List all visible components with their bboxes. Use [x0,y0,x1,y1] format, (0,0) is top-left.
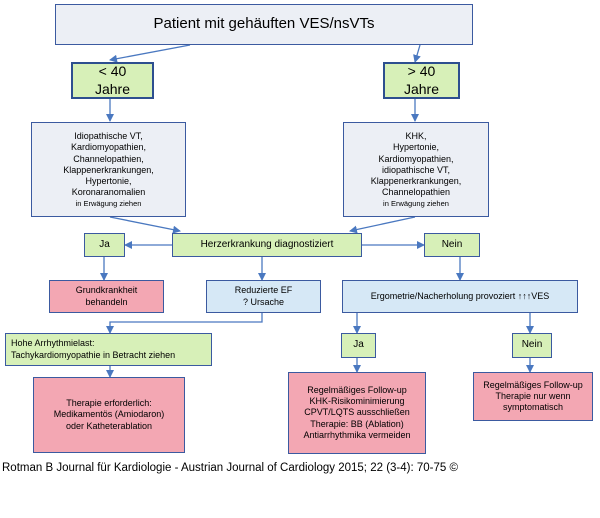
grundkrankheit-box: Grundkrankheit behandeln [49,280,164,313]
reduced-ef-line: Reduzierte EF [234,285,293,296]
nein-right-label: Nein [441,238,463,250]
therapie-box: Therapie erforderlich: Medikamentös (Ami… [33,377,185,453]
age-under-40-line1: < 40 [98,63,127,79]
nein2-label: Nein [521,339,543,351]
hohe-arrhythmielast-box: Hohe Arrhythmielast: Tachykardiomyopathi… [5,333,212,366]
age-under-40-box: < 40 Jahre [71,62,154,99]
patient-start-label: Patient mit gehäuften VES/nsVTs [153,15,375,33]
therapie-line: oder Katheterablation [65,420,153,431]
followup-right-box: Regelmäßiges Follow-up Therapie nur wenn… [473,372,593,421]
ja-left-box: Ja [84,233,125,257]
nein-right-box: Nein [424,233,480,257]
ja2-label: Ja [353,339,364,351]
right-differential-line: Kardiomyopathien, [378,153,454,164]
left-differential-line: Hypertonie, [85,176,132,187]
followup-left-box: Regelmäßiges Follow-up KHK-Risikominimie… [288,372,426,454]
followup-left-line: KHK-Risikominimierung [309,396,405,407]
right-differential-line: Channelopathien [381,187,451,198]
diagnosis-box: Herzerkrankung diagnostiziert [172,233,362,257]
age-over-40-line2: Jahre [403,80,440,97]
reduced-ef-line: ? Ursache [242,296,285,307]
followup-right-line: Therapie nur wenn [495,390,571,401]
age-over-40-box: > 40 Jahre [383,62,460,99]
ja-left-label: Ja [99,238,110,250]
hohe-line: Tachykardiomyopathie in Betracht ziehen [11,349,176,360]
followup-left-line: CPVT/LQTS ausschließen [304,407,410,418]
diagnosis-label: Herzerkrankung diagnostiziert [200,238,334,250]
followup-left-line: Antiarrhythmika vermeiden [303,429,411,440]
grundkrankheit-line: Grundkrankheit [75,285,138,296]
grundkrankheit-line: behandeln [85,296,128,307]
reduced-ef-box: Reduzierte EF ? Ursache [206,280,321,313]
age-under-40-line2: Jahre [94,80,131,97]
left-differential-line: Kardiomyopathien, [70,142,147,153]
followup-right-line: Regelmäßiges Follow-up [483,379,583,390]
followup-left-line: Therapie: BB (Ablation) [310,418,404,429]
source-caption: Rotman B Journal für Kardiologie - Austr… [2,462,458,474]
left-differential-line: Klappenerkrankungen, [63,164,154,175]
therapie-line: Medikamentös (Amiodaron) [53,409,165,420]
right-differential-line: idiopathische VT, [381,164,451,175]
left-differential-line: Channelopathien, [73,153,144,164]
ja2-box: Ja [341,333,376,358]
right-differential-line: Klappenerkrankungen, [370,176,462,187]
right-differential-box: KHK, Hypertonie, Kardiomyopathien, idiop… [343,122,489,217]
right-differential-line: KHK, [405,131,427,142]
left-differential-note: in Erwägung ziehen [75,198,142,208]
patient-start-box: Patient mit gehäuften VES/nsVTs [55,4,473,45]
ergometrie-label: Ergometrie/Nacherholung provoziert ↑↑↑VE… [370,290,550,301]
right-differential-line: Hypertonie, [392,142,440,153]
nein2-box: Nein [512,333,552,358]
followup-left-line: Regelmäßiges Follow-up [307,384,407,395]
right-differential-note: in Erwägung ziehen [383,198,449,208]
ergometrie-box: Ergometrie/Nacherholung provoziert ↑↑↑VE… [342,280,578,313]
left-differential-box: Idiopathische VT, Kardiomyopathien, Chan… [31,122,186,217]
age-over-40-line1: > 40 [407,63,436,79]
therapie-line: Therapie erforderlich: [66,398,152,409]
left-differential-line: Idiopathische VT, [74,131,143,142]
left-differential-line: Koronaranomalien [71,187,146,198]
hohe-line: Hohe Arrhythmielast: [11,338,95,349]
followup-right-line: symptomatisch [502,402,564,413]
